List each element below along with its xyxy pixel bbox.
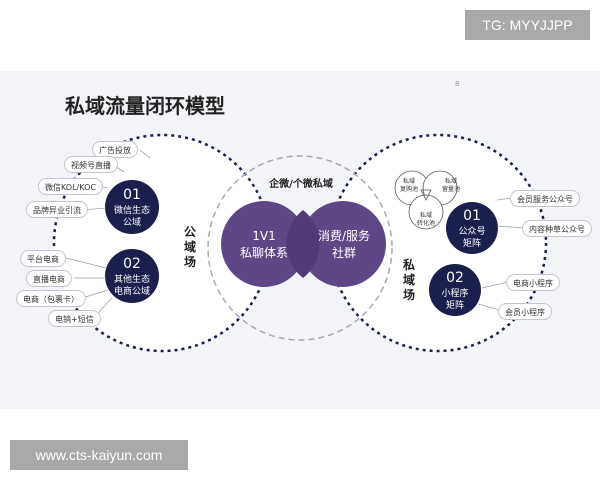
page-title: 私域流量闭环模型 — [65, 94, 225, 118]
petal-conversion-line1: 私域 — [419, 212, 432, 219]
wechat-private-label: 企微/个微私域 — [269, 179, 333, 190]
petal-repurchase-line1: 私域 — [402, 178, 415, 185]
tag-telesales-sms: 电销+短信 — [48, 310, 101, 327]
community-line1: 消费/服务 — [317, 229, 371, 243]
tag-member-miniprogram: 会员小程序 — [498, 303, 552, 320]
public-domain-label: 公域场 — [183, 225, 196, 269]
tag-content-account: 内容种草公众号 — [522, 220, 592, 237]
page-mark: 8 — [455, 80, 460, 88]
tag-parcel-card: 电商（包裹卡） — [16, 290, 86, 307]
public-item1-line2: 公域 — [122, 218, 141, 228]
public-item2-number: 02 — [123, 256, 141, 272]
public-item1-circle — [105, 180, 159, 234]
tag-ecommerce-miniprogram: 电商小程序 — [506, 274, 560, 291]
private-item2-line2: 矩阵 — [445, 301, 464, 311]
private-item1-line2: 矩阵 — [462, 239, 481, 249]
tag-platform-ecommerce: 平台电商 — [20, 250, 66, 267]
public-item2-line2: 电商公域 — [113, 287, 150, 297]
private-item2-line1: 小程序 — [441, 289, 469, 299]
one-to-one-line2: 私聊体系 — [239, 246, 288, 260]
community-circle — [300, 201, 386, 287]
private-item2-circle — [429, 264, 481, 316]
one-to-one-circle — [221, 201, 307, 287]
petal-conversion-line2: 转化池 — [416, 220, 435, 227]
public-item1-number: 01 — [123, 187, 141, 203]
watermark-tg: TG: MYYJJPP — [465, 10, 590, 40]
tag-member-service-account: 会员服务公众号 — [510, 190, 580, 207]
petal-conversion — [408, 194, 444, 230]
tag-brand-crossover: 品牌异业引流 — [26, 201, 88, 218]
private-item2-number: 02 — [446, 270, 464, 286]
watermark-site: www.cts-kaiyun.com — [10, 440, 188, 470]
private-item1-number: 01 — [463, 208, 481, 224]
community-line2: 社群 — [331, 246, 356, 260]
public-item2-circle — [105, 249, 159, 303]
petal-retention-line2: 留量池 — [441, 186, 460, 193]
tag-wechat-kol: 微信KOL/KOC — [38, 178, 103, 195]
public-item2-line1: 其他生态 — [113, 275, 150, 285]
petal-retention-line1: 私域 — [444, 178, 457, 185]
wechat-private-circle — [207, 155, 393, 341]
petal-center-triangle — [420, 189, 432, 201]
private-item1-line1: 公众号 — [458, 227, 486, 237]
private-item1-circle — [446, 202, 498, 254]
private-domain-label: 私域场 — [402, 258, 415, 302]
one-to-one-line1: 1V1 — [252, 229, 276, 243]
tag-live-ecommerce: 直播电商 — [26, 270, 72, 287]
petal-repurchase-line2: 复购池 — [399, 186, 418, 193]
public-item1-line1: 微信生态 — [113, 206, 150, 216]
tag-channels-live: 视频号直播 — [64, 156, 118, 173]
